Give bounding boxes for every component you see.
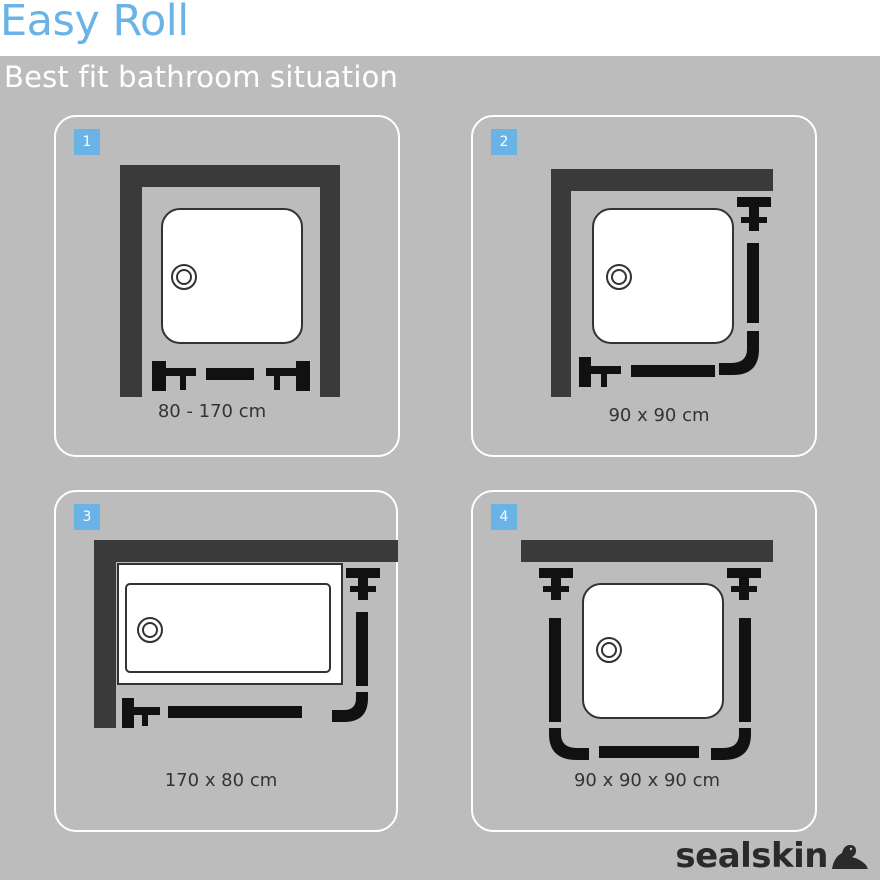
panel-2: 2 90 x 90 cm <box>471 115 817 457</box>
page-subtitle: Best fit bathroom situation <box>4 60 399 94</box>
shower-tray-corner-icon <box>551 169 773 397</box>
panel-caption: 90 x 90 x 90 cm <box>573 770 721 791</box>
panel-caption: 90 x 90 cm <box>608 405 710 426</box>
shower-tray-recess-icon <box>120 165 340 397</box>
seal-logo-icon <box>832 845 868 869</box>
bathtub-corner-icon <box>94 540 398 728</box>
panel-number-badge: 1 <box>74 129 100 155</box>
panel-number-badge: 4 <box>491 504 517 530</box>
panel-number-badge: 2 <box>491 129 517 155</box>
shower-tray-three-sided-icon <box>521 540 773 760</box>
panel-3: 3 170 x 80 cm <box>54 490 398 832</box>
header-bar: Easy Roll <box>0 0 880 56</box>
panel-1: 1 80 - 170 cm <box>54 115 400 457</box>
panel-number-badge: 3 <box>74 504 100 530</box>
panel-caption: 170 x 80 cm <box>164 770 278 791</box>
brand-name: sealskin <box>675 836 828 876</box>
page-title: Easy Roll <box>0 0 189 46</box>
panel-caption: 80 - 170 cm <box>157 401 267 422</box>
panel-4: 4 90 x 90 x 90 cm <box>471 490 817 832</box>
brand-logo: sealskin <box>675 836 870 876</box>
